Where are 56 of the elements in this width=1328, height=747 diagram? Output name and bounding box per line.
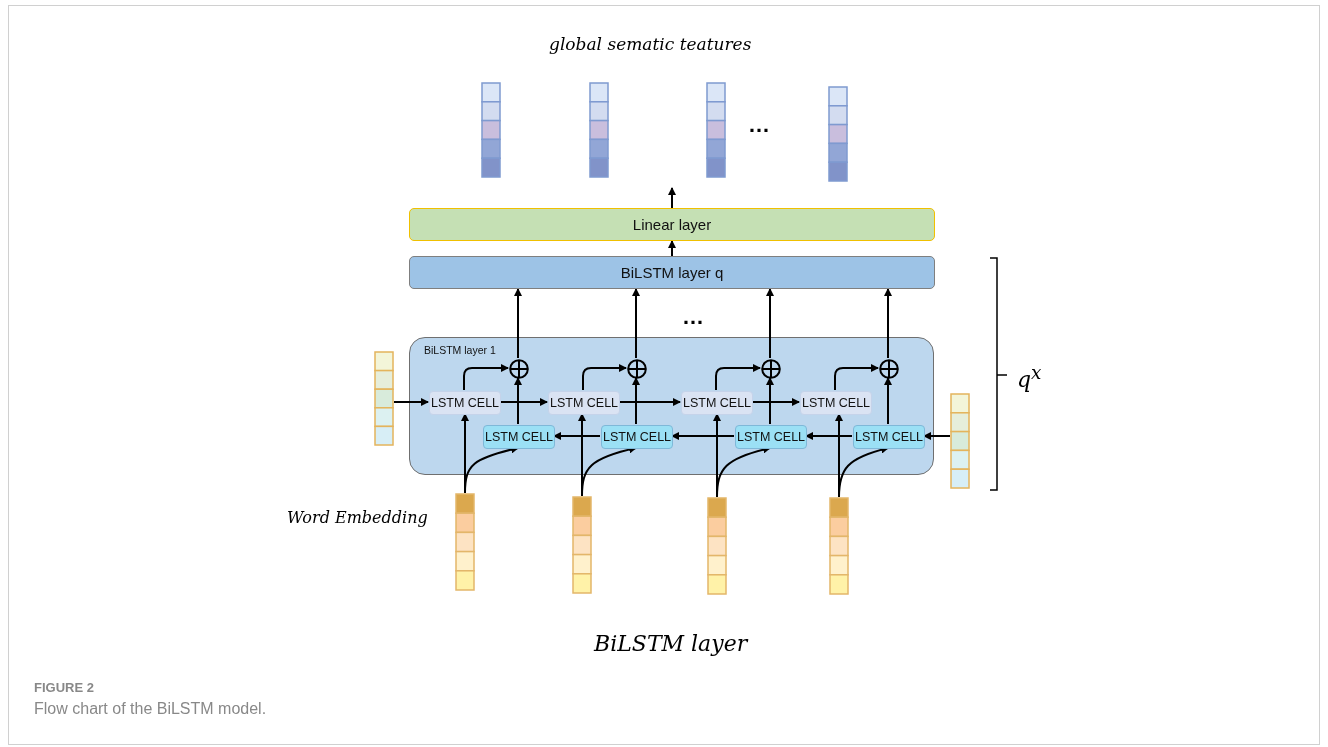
arrow <box>923 432 951 440</box>
layer-panel <box>409 337 934 475</box>
arrow <box>715 364 761 391</box>
feature-vector <box>481 82 501 178</box>
feature-vector <box>828 86 848 182</box>
math-label: q$^{x}$ <box>1017 362 1042 393</box>
arrow <box>463 364 509 391</box>
embedding-vector <box>829 497 849 595</box>
arrow <box>671 432 735 440</box>
heading: global sematic teatures <box>549 34 752 54</box>
embedding-vector <box>572 496 592 594</box>
layer-box: Linear layer <box>409 208 935 241</box>
arrow <box>514 288 522 359</box>
cell-box: LSTM CELL <box>483 425 555 449</box>
arrow <box>668 187 676 209</box>
cell-box: LSTM CELL <box>735 425 807 449</box>
cell-box: LSTM CELL <box>548 391 620 415</box>
arrow <box>553 432 601 440</box>
addition-circle <box>879 359 899 379</box>
ellipsis: … <box>748 112 772 138</box>
arrow <box>499 398 548 406</box>
ellipsis: … <box>682 304 706 330</box>
caption: Flow chart of the BiLSTM model. <box>34 700 267 718</box>
cell-box: LSTM CELL <box>601 425 673 449</box>
cell-box: LSTM CELL <box>800 391 872 415</box>
arrow <box>618 398 681 406</box>
arrow <box>514 377 522 425</box>
embedding-vector <box>707 497 727 595</box>
axis-label: Word Embedding <box>287 508 428 527</box>
arrow <box>751 398 800 406</box>
cell-box: LSTM CELL <box>429 391 501 415</box>
arrow <box>805 432 853 440</box>
cell-box: LSTM CELL <box>681 391 753 415</box>
arrow <box>582 364 627 391</box>
arrow <box>766 288 774 359</box>
arrow <box>668 240 676 257</box>
cell-box: LSTM CELL <box>853 425 925 449</box>
state-vector <box>374 351 394 446</box>
embedding-vector <box>455 493 475 591</box>
feature-vector <box>706 82 726 178</box>
addition-circle <box>509 359 529 379</box>
arrow <box>393 398 429 406</box>
arrow <box>834 364 879 391</box>
panel-title: BiLSTM layer 1 <box>424 344 496 356</box>
arrow <box>766 377 774 425</box>
arrow <box>632 288 640 359</box>
state-vector <box>950 393 970 489</box>
heading: BiLSTM layer <box>594 631 748 656</box>
feature-vector <box>589 82 609 178</box>
arrow <box>632 377 640 425</box>
layer-box: BiLSTM layer q <box>409 256 935 289</box>
addition-circle <box>627 359 647 379</box>
addition-circle <box>761 359 781 379</box>
arrow <box>884 377 892 425</box>
figure-number: FIGURE 2 <box>34 680 94 695</box>
arrow <box>884 288 892 359</box>
